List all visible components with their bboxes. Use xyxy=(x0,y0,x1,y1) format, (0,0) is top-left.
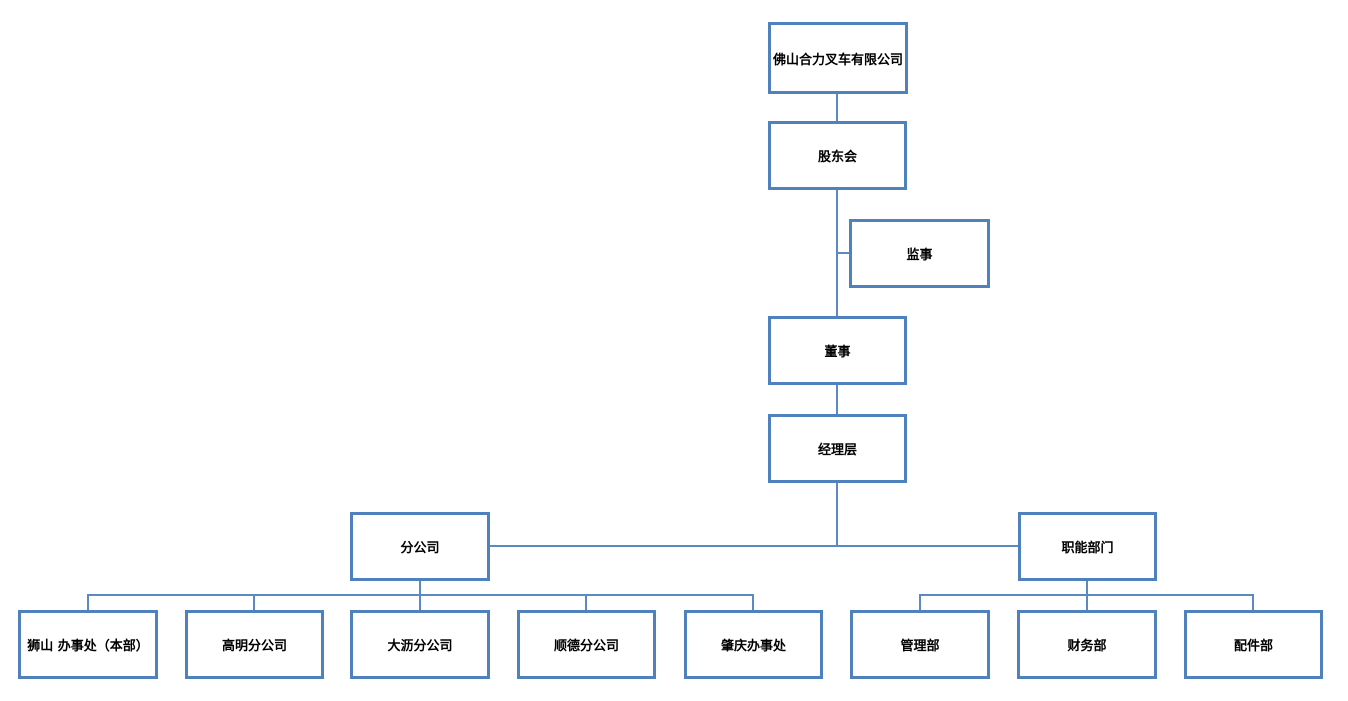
org-node-label-zhaoqing-office: 肇庆办事处 xyxy=(720,639,786,654)
connector-branch-companies-drop xyxy=(419,581,421,595)
org-node-finance-dept: 财务部 xyxy=(1017,610,1157,679)
org-node-management-level: 经理层 xyxy=(768,414,907,483)
connector-director-to-management xyxy=(836,385,838,414)
org-node-label-gaoming-branch: 高明分公司 xyxy=(221,639,287,654)
org-node-gaoming-branch: 高明分公司 xyxy=(185,610,324,679)
connector-mid-rail xyxy=(490,545,1018,547)
org-node-label-management-dept: 管理部 xyxy=(900,639,940,654)
org-node-label-shunde-branch: 顺德分公司 xyxy=(553,639,619,654)
org-node-label-supervisor: 监事 xyxy=(906,248,933,263)
org-node-parts-dept: 配件部 xyxy=(1184,610,1323,679)
org-node-functional-depts: 职能部门 xyxy=(1018,512,1157,581)
connector-left-rail xyxy=(87,594,754,596)
connector-stub-gaoming-branch xyxy=(253,596,255,610)
org-node-shareholders: 股东会 xyxy=(768,121,907,190)
connector-stub-zhaoqing-office xyxy=(752,596,754,610)
org-node-label-functional-depts: 职能部门 xyxy=(1061,541,1114,556)
connector-functional-depts-drop xyxy=(1086,581,1088,595)
org-node-label-shishan-office: 狮山 办事处（本部） xyxy=(27,639,149,654)
org-node-dali-branch: 大沥分公司 xyxy=(350,610,490,679)
org-node-label-company: 佛山合力叉车有限公司 xyxy=(772,52,903,68)
connector-company-to-shareholders xyxy=(836,94,838,121)
org-node-shunde-branch: 顺德分公司 xyxy=(517,610,656,679)
org-node-zhaoqing-office: 肇庆办事处 xyxy=(684,610,823,679)
org-node-company: 佛山合力叉车有限公司 xyxy=(768,22,908,94)
connector-stub-parts-dept xyxy=(1252,596,1254,610)
org-node-label-parts-dept: 配件部 xyxy=(1233,639,1273,654)
org-node-label-branch-companies: 分公司 xyxy=(400,541,440,556)
connector-stub-shishan-office xyxy=(87,596,89,610)
connector-management-drop xyxy=(836,483,838,546)
org-node-label-management-level: 经理层 xyxy=(817,443,857,458)
connector-stub-dali-branch xyxy=(419,596,421,610)
connector-stub-management-dept xyxy=(919,596,921,610)
org-node-shishan-office: 狮山 办事处（本部） xyxy=(18,610,158,679)
connector-stub-finance-dept xyxy=(1086,596,1088,610)
org-node-supervisor: 监事 xyxy=(849,219,990,288)
org-node-director: 董事 xyxy=(768,316,907,385)
org-node-label-shareholders: 股东会 xyxy=(817,150,857,165)
connector-stub-shunde-branch xyxy=(585,596,587,610)
connector-trunk-to-supervisor xyxy=(837,252,849,254)
connector-right-rail xyxy=(919,594,1254,596)
org-node-label-director: 董事 xyxy=(824,345,851,360)
org-node-branch-companies: 分公司 xyxy=(350,512,490,581)
org-node-label-finance-dept: 财务部 xyxy=(1067,639,1107,654)
org-node-label-dali-branch: 大沥分公司 xyxy=(387,639,453,654)
org-node-management-dept: 管理部 xyxy=(850,610,990,679)
